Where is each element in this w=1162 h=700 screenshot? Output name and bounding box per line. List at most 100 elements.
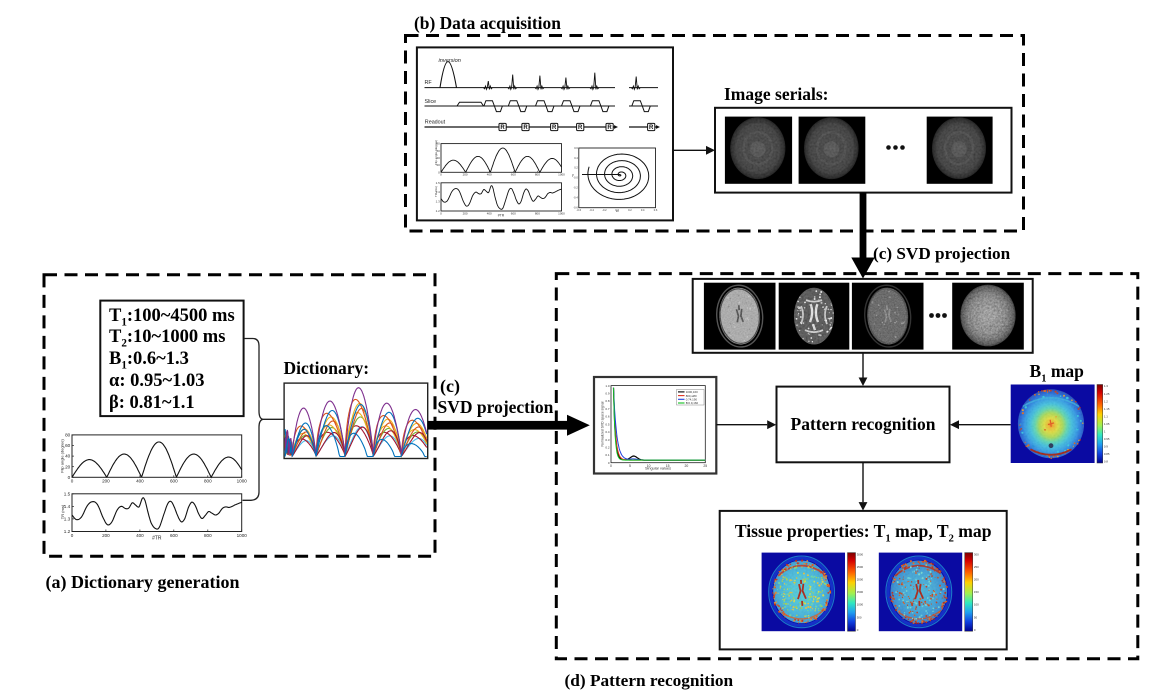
- svg-text:0.3: 0.3: [605, 438, 610, 442]
- svg-text:40: 40: [65, 454, 71, 459]
- svg-text:0: 0: [71, 533, 74, 538]
- svg-text:600: 600: [170, 479, 178, 484]
- svg-text:3000: 3000: [857, 552, 864, 556]
- svg-text:200: 200: [974, 578, 979, 582]
- svg-text:Flip angle (degree): Flip angle (degree): [60, 439, 65, 473]
- svg-text:1000: 1000: [237, 533, 248, 538]
- svg-text:2500: 2500: [857, 565, 864, 569]
- svg-text:0: 0: [440, 211, 442, 215]
- svg-text:0.9: 0.9: [1104, 445, 1108, 449]
- svg-text:Singular values: Singular values: [645, 467, 671, 471]
- svg-text:R: R: [607, 125, 612, 131]
- svg-text:1000,160: 1000,160: [686, 390, 698, 394]
- svg-text:1.5: 1.5: [436, 181, 441, 185]
- svg-text:1: 1: [1104, 430, 1106, 434]
- svg-text:0.0: 0.0: [615, 208, 619, 212]
- svg-text:1.0: 1.0: [605, 384, 610, 388]
- svg-text:0.2: 0.2: [628, 208, 632, 212]
- svg-text:200: 200: [102, 479, 110, 484]
- svg-text:0: 0: [610, 464, 612, 468]
- svg-text:1.2: 1.2: [1104, 399, 1108, 403]
- svg-text:1000: 1000: [237, 479, 248, 484]
- svg-text:#TR: #TR: [152, 536, 162, 542]
- svg-text:y: y: [572, 173, 574, 177]
- svg-text:20: 20: [685, 464, 689, 468]
- svg-text:R: R: [552, 125, 557, 131]
- svg-text:1.2: 1.2: [436, 209, 441, 213]
- svg-text:Slice: Slice: [425, 99, 437, 105]
- svg-text:800: 800: [535, 211, 540, 215]
- svg-text:Readout: Readout: [425, 120, 446, 126]
- svg-text:0.8: 0.8: [605, 399, 610, 403]
- svg-text:kx: kx: [616, 209, 619, 213]
- svg-text:B:0.9,160: B:0.9,160: [686, 401, 699, 405]
- svg-text:-0.0: -0.0: [573, 176, 578, 180]
- svg-text:250: 250: [974, 565, 979, 569]
- svg-text:-0.6: -0.6: [573, 206, 578, 210]
- svg-text:800: 800: [535, 173, 540, 177]
- svg-text:1.1: 1.1: [1104, 414, 1108, 418]
- svg-text:0.5: 0.5: [605, 422, 610, 426]
- svg-text:0: 0: [71, 479, 74, 484]
- svg-text:400: 400: [136, 479, 144, 484]
- svg-text:20: 20: [436, 163, 440, 167]
- svg-text:0.1: 0.1: [605, 453, 610, 457]
- svg-text:80: 80: [65, 433, 71, 438]
- svg-text:400: 400: [487, 211, 492, 215]
- svg-text:-0.2: -0.2: [573, 186, 578, 190]
- svg-text:1.25: 1.25: [1104, 392, 1110, 396]
- svg-text:Normalized SVD space signal: Normalized SVD space signal: [601, 401, 605, 446]
- svg-text:1.2: 1.2: [64, 529, 71, 534]
- svg-text:TR (ms): TR (ms): [434, 186, 438, 197]
- svg-text:R: R: [523, 125, 528, 131]
- svg-text:60: 60: [436, 149, 440, 153]
- svg-text:1.4: 1.4: [64, 504, 71, 509]
- svg-text:500: 500: [857, 615, 862, 619]
- svg-text:200: 200: [463, 211, 468, 215]
- svg-text:400: 400: [487, 173, 492, 177]
- svg-text:0.4: 0.4: [641, 208, 645, 212]
- svg-text:-0.4: -0.4: [589, 208, 594, 212]
- svg-text:0: 0: [857, 628, 859, 632]
- svg-text:1500: 1500: [857, 590, 864, 594]
- svg-text:800: 800: [204, 479, 212, 484]
- svg-text:-0.6: -0.6: [577, 208, 582, 212]
- svg-text:0.6: 0.6: [605, 415, 610, 419]
- svg-text:1.05: 1.05: [1104, 422, 1110, 426]
- svg-text:0.95: 0.95: [1104, 437, 1110, 441]
- svg-text:40: 40: [436, 156, 440, 160]
- svg-text:0.74,190: 0.74,190: [686, 398, 698, 402]
- svg-text:R: R: [578, 125, 583, 131]
- svg-text:R: R: [500, 125, 505, 131]
- svg-text:100: 100: [974, 603, 979, 607]
- svg-text:R: R: [649, 125, 654, 131]
- svg-text:15: 15: [666, 464, 670, 468]
- svg-text:600: 600: [170, 533, 178, 538]
- svg-text:1000: 1000: [558, 211, 565, 215]
- svg-text:1.3: 1.3: [436, 200, 441, 204]
- svg-text:1.3: 1.3: [64, 517, 71, 522]
- svg-text:5: 5: [629, 464, 631, 468]
- svg-text:0.85: 0.85: [1104, 452, 1110, 456]
- svg-text:-0.2: -0.2: [602, 208, 607, 212]
- svg-text:0: 0: [608, 461, 610, 465]
- svg-text:0.2: 0.2: [574, 166, 578, 170]
- svg-text:300: 300: [974, 552, 979, 556]
- svg-text:0.8: 0.8: [1104, 460, 1108, 464]
- svg-text:600: 600: [511, 211, 516, 215]
- svg-text:0: 0: [974, 628, 976, 632]
- svg-text:TR (ms): TR (ms): [60, 504, 65, 519]
- svg-text:#TR: #TR: [498, 214, 505, 218]
- svg-text:0.6: 0.6: [574, 146, 578, 150]
- svg-text:20: 20: [65, 464, 71, 469]
- svg-text:0: 0: [438, 170, 440, 174]
- svg-text:800: 800: [204, 533, 212, 538]
- svg-text:50: 50: [974, 615, 978, 619]
- svg-text:1000: 1000: [857, 603, 864, 607]
- svg-text:0.9: 0.9: [605, 392, 610, 396]
- svg-text:200: 200: [102, 533, 110, 538]
- svg-text:1000: 1000: [558, 173, 565, 177]
- svg-text:10: 10: [647, 464, 651, 468]
- svg-text:Flip angle (degree): Flip angle (degree): [434, 140, 438, 165]
- svg-text:-0.4: -0.4: [573, 196, 578, 200]
